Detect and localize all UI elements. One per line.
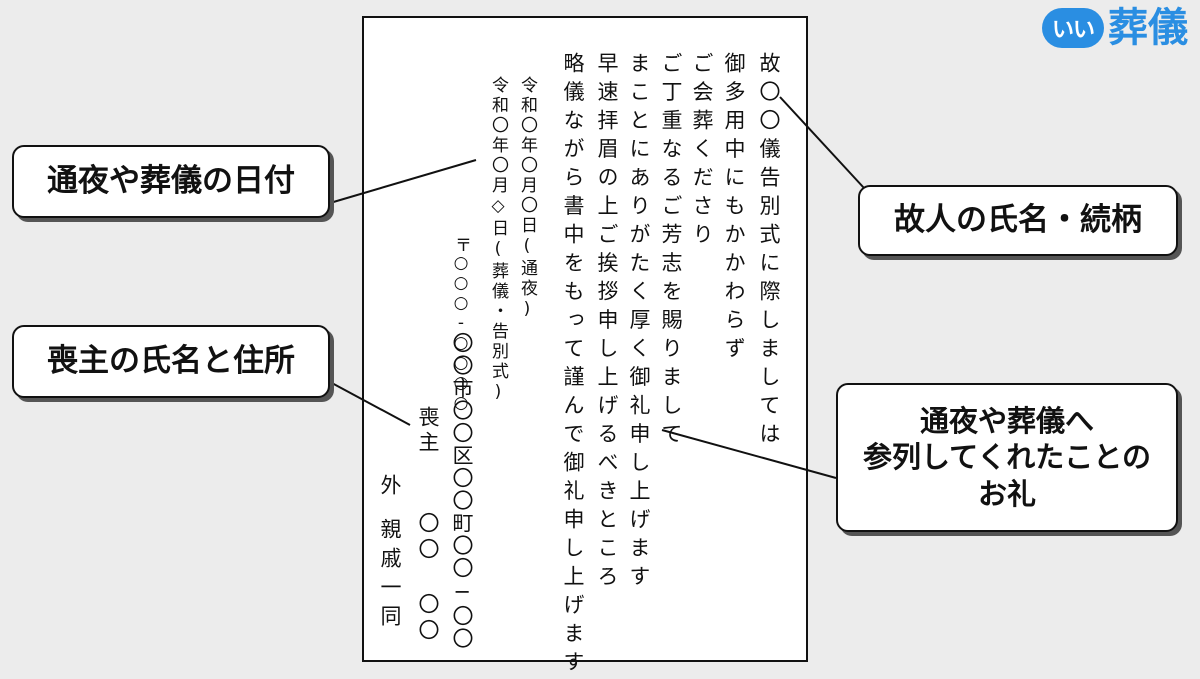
- logo-name: 葬儀: [1108, 5, 1188, 51]
- date-funeral: 令和〇年〇月◇日(葬儀・告別式): [488, 76, 508, 405]
- date-wake: 令和〇年〇月〇日(通夜): [517, 76, 537, 322]
- connector-mourner: [329, 381, 411, 426]
- body-line-3: ご会葬くださり: [690, 52, 714, 252]
- address: 〇〇市〇〇区〇〇町〇〇−〇〇: [450, 332, 474, 650]
- callout-thanks-line-1: 通夜や葬儀へ: [919, 404, 1094, 439]
- logo: いい 葬儀: [1042, 6, 1188, 50]
- body-line-6: 早速拝眉の上ご挨拶申し上げるべきところ: [595, 52, 619, 594]
- callout-mourner: 喪主の氏名と住所: [12, 325, 330, 398]
- callout-date-text: 通夜や葬儀の日付: [47, 163, 295, 200]
- callout-thanks-line-2: 参列してくれたことの: [863, 440, 1151, 475]
- chief-mourner-name: 〇〇 〇〇: [416, 512, 440, 645]
- connector-thanks: [661, 429, 837, 479]
- body-line-5: まことにありがたく厚く御礼申し上げます: [627, 52, 651, 594]
- thank-you-letter: 故〇〇儀告別式に際しましては 御多用中にもかかわらず ご会葬くださり ご丁重なる…: [362, 16, 808, 679]
- callout-deceased: 故人の氏名・続柄: [858, 185, 1178, 256]
- body-line-4: ご丁重なるご芳志を賜りまして: [659, 52, 683, 451]
- callout-date: 通夜や葬儀の日付: [12, 145, 330, 218]
- body-line-1: 故〇〇儀告別式に際しましては: [757, 52, 781, 451]
- callout-mourner-text: 喪主の氏名と住所: [47, 343, 295, 380]
- callout-deceased-text: 故人の氏名・続柄: [894, 202, 1142, 239]
- callout-thanks: 通夜や葬儀へ 参列してくれたことの お礼: [836, 383, 1178, 532]
- body-line-7: 略儀ながら書中をもって謹んで御礼申し上げます: [561, 52, 585, 679]
- connector-deceased: [779, 96, 865, 189]
- body-line-2: 御多用中にもかかわらず: [722, 52, 746, 366]
- postal-code: 〒○○○-○○○○: [451, 236, 471, 413]
- relatives: 親戚一同: [378, 518, 402, 634]
- chief-mourner-title: 喪主: [416, 406, 440, 456]
- callout-thanks-line-3: お礼: [977, 476, 1036, 511]
- logo-badge: いい: [1042, 8, 1104, 48]
- connector-date: [329, 159, 477, 204]
- relatives-prefix: 外: [378, 474, 402, 503]
